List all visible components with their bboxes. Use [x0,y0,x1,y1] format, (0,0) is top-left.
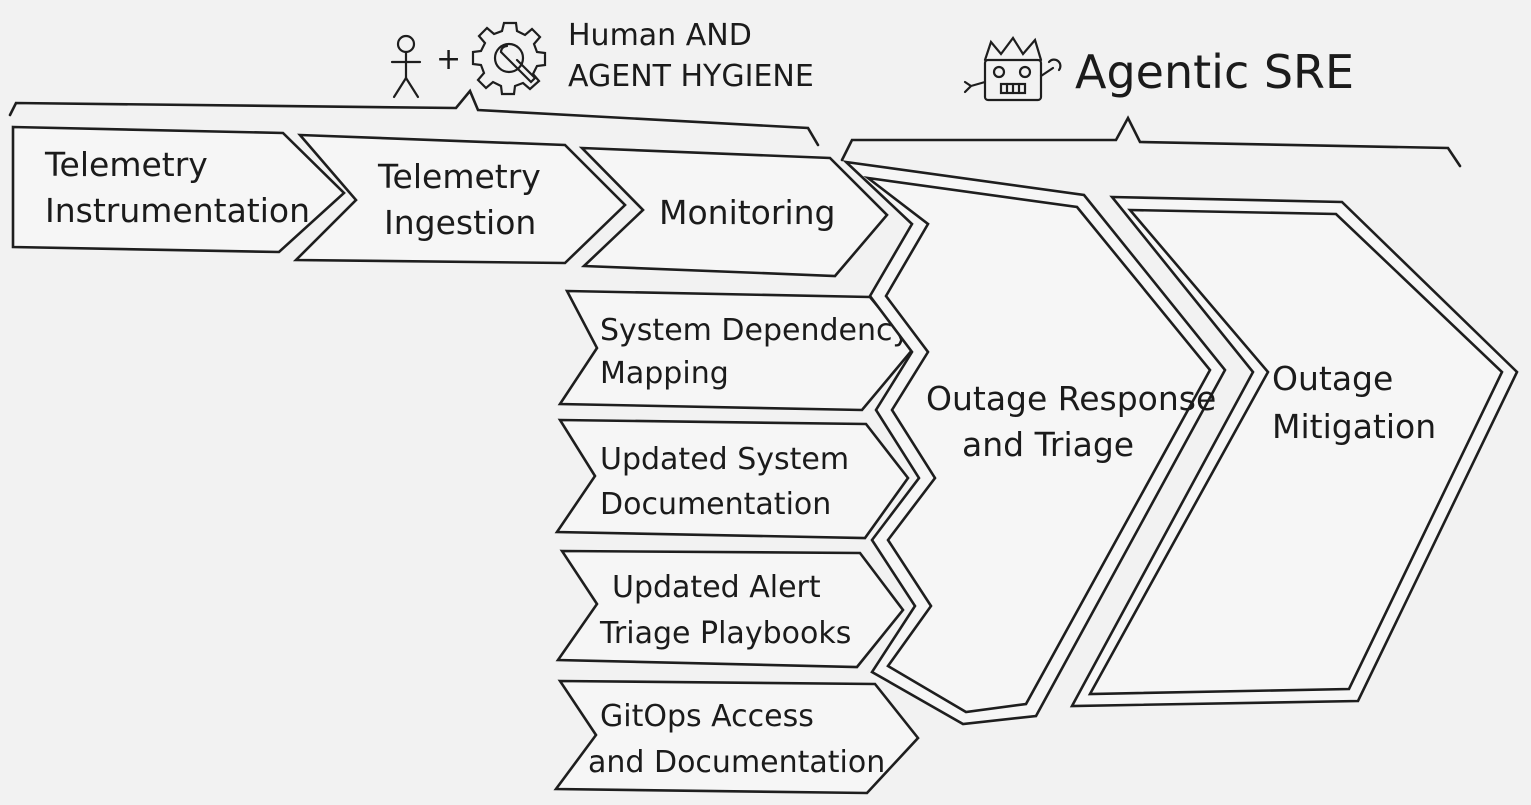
step-label: Outage [1272,359,1393,398]
hygiene-label-line2: AGENT HYGIENE [568,59,814,94]
step-label: GitOps Access [600,699,814,734]
step-label: Outage Response [926,379,1216,418]
step-label: Mitigation [1272,407,1436,446]
agentic-sre-title: Agentic SRE [1075,45,1354,99]
hygiene-brace [8,88,820,147]
step-label: Telemetry [44,145,208,184]
step-label: and Documentation [588,745,885,780]
step-system-dependency-mapping: System Dependency Mapping [557,289,915,412]
step-label: and Triage [962,425,1134,464]
step-label: Telemetry [377,157,541,196]
step-telemetry-instrumentation: Telemetry Instrumentation [11,125,346,254]
plus-sign: + [436,42,461,77]
person-icon [390,34,422,99]
step-updated-alert-triage-playbooks: Updated Alert Triage Playbooks [555,549,905,669]
step-label: Mapping [600,356,729,391]
step-label: Monitoring [659,193,835,232]
step-label: Ingestion [384,203,536,242]
agentic-brace [840,115,1462,168]
step-label: Updated System [600,442,849,477]
step-label: System Dependency [600,313,910,348]
step-monitoring: Monitoring [578,146,889,278]
step-label: Updated Alert [612,570,821,605]
gear-wrench-icon [471,21,547,96]
step-label: Documentation [600,487,831,522]
step-telemetry-ingestion: Telemetry Ingestion [292,133,627,265]
robot-icon [963,36,1062,102]
hygiene-label-line1: Human AND [568,18,752,53]
step-gitops-access-documentation: GitOps Access and Documentation [553,679,920,795]
step-label: Instrumentation [45,191,310,230]
step-updated-system-documentation: Updated System Documentation [554,418,910,540]
step-outage-response-triage: Outage Response and Triage [842,160,1227,726]
step-label: Triage Playbooks [599,616,851,651]
step-outage-mitigation: Outage Mitigation [1069,195,1519,708]
